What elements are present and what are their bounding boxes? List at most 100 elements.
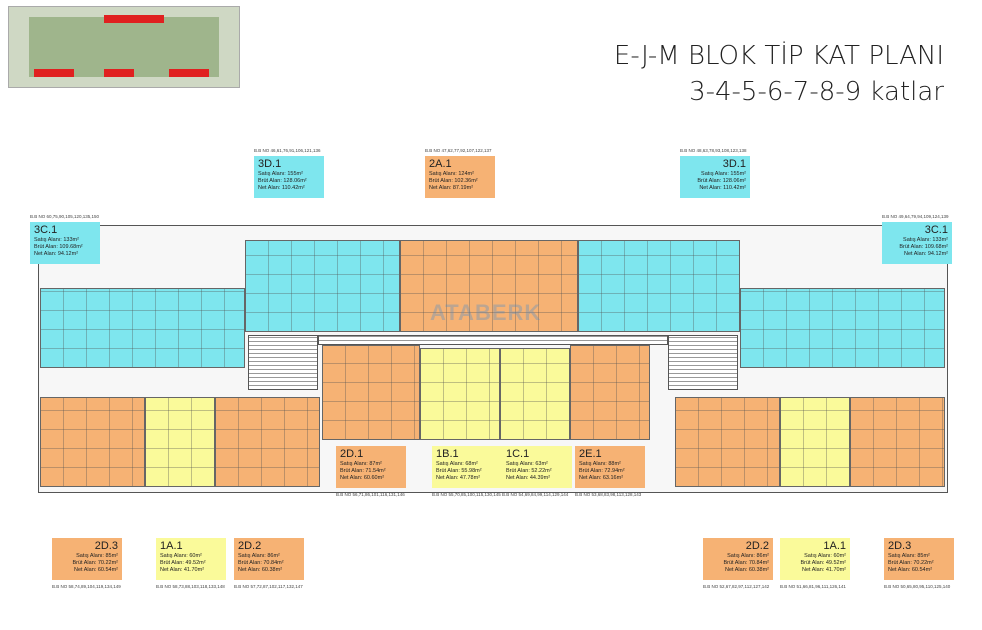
unit-satis: Satış Alanı: 85m² bbox=[888, 553, 930, 559]
unit-brut: Brüt Alan: 72.94m² bbox=[579, 468, 625, 474]
unit-satis: Satış Alanı: 60m² bbox=[160, 553, 202, 559]
unit-satis: Satış Alanı: 155m² bbox=[701, 171, 746, 177]
unit-brut: Brüt Alan: 102.36m² bbox=[429, 178, 478, 184]
unit-brut: Brüt Alan: 52.22m² bbox=[506, 468, 552, 474]
unit-type: 3C.1 bbox=[34, 224, 58, 236]
unit-2D3-left bbox=[40, 397, 145, 487]
unit-net: Net Alan: 41.70m² bbox=[801, 567, 846, 573]
unit-type: 1A.1 bbox=[823, 540, 846, 552]
unit-type: 1C.1 bbox=[506, 448, 530, 460]
plan-title: E-J-M BLOK TİP KAT PLANI 3-4-5-6-7-8-9 k… bbox=[614, 38, 944, 110]
unit-type: 2D.3 bbox=[94, 540, 118, 552]
unit-code: B.B NO 51,66,81,96,111,126,141 bbox=[780, 584, 846, 589]
unit-brut: Brüt Alan: 128.06m² bbox=[697, 178, 746, 184]
unit-satis: Satış Alanı: 86m² bbox=[238, 553, 280, 559]
unit-satis: Satış Alanı: 86m² bbox=[727, 553, 769, 559]
unit-net: Net Alan: 60.54m² bbox=[73, 567, 118, 573]
unit-net: Net Alan: 87.19m² bbox=[429, 185, 474, 191]
unit-type: 2A.1 bbox=[429, 158, 452, 170]
unit-satis: Satış Alanı: 68m² bbox=[436, 461, 478, 467]
unit-3C1-left bbox=[40, 288, 245, 368]
unit-net: Net Alan: 63.16m² bbox=[579, 475, 624, 481]
unit-type: 3D.1 bbox=[722, 158, 746, 170]
unit-brut: Brüt Alan: 49.52m² bbox=[800, 560, 846, 566]
unit-type: 1A.1 bbox=[160, 540, 183, 552]
unit-1C1 bbox=[500, 348, 570, 440]
unit-satis: Satış Alanı: 133m² bbox=[903, 237, 948, 243]
unit-2D3-right bbox=[850, 397, 945, 487]
unit-brut: Brüt Alan: 70.84m² bbox=[723, 560, 769, 566]
unit-net: Net Alan: 47.78m² bbox=[436, 475, 481, 481]
unit-brut: Brüt Alan: 71.54m² bbox=[340, 468, 386, 474]
unit-brut: Brüt Alan: 70.84m² bbox=[238, 560, 284, 566]
unit-net: Net Alan: 110.42m² bbox=[258, 185, 305, 191]
title-line-2: 3-4-5-6-7-8-9 katlar bbox=[689, 77, 944, 107]
site-plan-thumbnail bbox=[8, 6, 240, 88]
unit-code: B.B NO 60,75,90,105,120,135,150 bbox=[30, 214, 100, 219]
unit-net: Net Alan: 41.70m² bbox=[160, 567, 205, 573]
unit-code: B.B NO 55,70,85,100,115,130,145 bbox=[432, 492, 501, 497]
title-line-1: E-J-M BLOK TİP KAT PLANI bbox=[613, 41, 944, 71]
unit-satis: Satış Alanı: 60m² bbox=[804, 553, 846, 559]
unit-brut: Brüt Alan: 109.68m² bbox=[899, 244, 948, 250]
unit-3D1-left bbox=[245, 240, 400, 332]
unit-type: 2E.1 bbox=[579, 448, 602, 460]
unit-code: B.B NO 52,67,82,97,112,127,142 bbox=[703, 584, 770, 589]
unit-brut: Brüt Alan: 70.22m² bbox=[72, 560, 118, 566]
unit-code: B.B NO 58,74,89,104,119,134,149 bbox=[52, 584, 121, 589]
unit-2D1 bbox=[322, 345, 420, 440]
unit-satis: Satış Alanı: 63m² bbox=[506, 461, 548, 467]
unit-brut: Brüt Alan: 55.98m² bbox=[436, 468, 482, 474]
unit-code: B.B NO 46,61,76,91,106,121,136 bbox=[254, 148, 321, 153]
unit-type: 1B.1 bbox=[436, 448, 459, 460]
unit-net: Net Alan: 94.12m² bbox=[34, 251, 79, 257]
unit-type: 2D.2 bbox=[238, 540, 262, 552]
unit-net: Net Alan: 94.12m² bbox=[903, 251, 948, 257]
unit-net: Net Alan: 60.60m² bbox=[340, 475, 385, 481]
unit-type: 2D.3 bbox=[888, 540, 912, 552]
unit-net: Net Alan: 60.54m² bbox=[888, 567, 933, 573]
unit-type: 3C.1 bbox=[924, 224, 948, 236]
unit-code: B.B NO 58,73,88,103,118,133,148 bbox=[156, 584, 225, 589]
unit-code: B.B NO 56,71,86,101,116,131,146 bbox=[336, 492, 405, 497]
unit-net: Net Alan: 60.38m² bbox=[238, 567, 283, 573]
unit-3D1-right bbox=[578, 240, 740, 332]
unit-1B1 bbox=[420, 348, 500, 440]
unit-net: Net Alan: 60.38m² bbox=[724, 567, 769, 573]
unit-code: B.B NO 54,69,84,99,114,129,144 bbox=[502, 492, 569, 497]
unit-satis: Satış Alanı: 124m² bbox=[429, 171, 474, 177]
unit-net: Net Alan: 44.39m² bbox=[506, 475, 551, 481]
unit-brut: Brüt Alan: 70.22m² bbox=[888, 560, 934, 566]
unit-brut: Brüt Alan: 109.68m² bbox=[34, 244, 83, 250]
unit-brut: Brüt Alan: 49.52m² bbox=[160, 560, 206, 566]
unit-2D2-left bbox=[215, 397, 320, 487]
unit-satis: Satış Alanı: 133m² bbox=[34, 237, 79, 243]
unit-2D2-right bbox=[675, 397, 780, 487]
unit-net: Net Alan: 110.42m² bbox=[699, 185, 746, 191]
unit-code: B.B NO 47,62,77,92,107,122,137 bbox=[425, 148, 492, 153]
unit-code: B.B NO 50,65,80,95,110,125,140 bbox=[884, 584, 951, 589]
unit-satis: Satış Alanı: 155m² bbox=[258, 171, 303, 177]
unit-brut: Brüt Alan: 128.06m² bbox=[258, 178, 307, 184]
unit-2E1 bbox=[570, 345, 650, 440]
unit-1A1-left bbox=[145, 397, 215, 487]
unit-code: B.B NO 48,63,78,93,108,123,138 bbox=[680, 148, 747, 153]
unit-code: B.B NO 53,68,83,98,113,128,143 bbox=[575, 492, 642, 497]
unit-satis: Satış Alanı: 88m² bbox=[579, 461, 621, 467]
unit-type: 2D.2 bbox=[745, 540, 769, 552]
unit-code: B.B NO 57,72,87,102,117,132,147 bbox=[234, 584, 303, 589]
